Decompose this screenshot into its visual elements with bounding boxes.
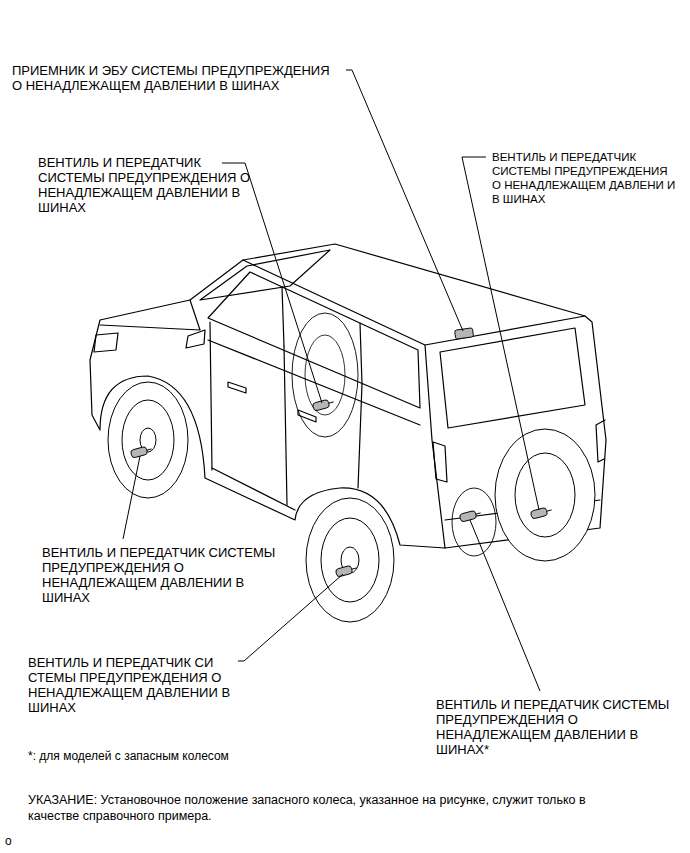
receiver-ecu <box>455 328 474 339</box>
front-wheel-rim <box>122 400 174 480</box>
label-frame: *: для моделей с запасным колесом <box>28 749 428 764</box>
valve-transmitter <box>530 506 552 519</box>
valve-stem <box>147 449 152 450</box>
part-label: ВЕНТИЛЬ И ПЕРЕДАТЧИК СИСТЕМЫ ПРЕДУПРЕЖДЕ… <box>492 150 676 206</box>
rocker-line <box>212 468 295 510</box>
part-label: ВЕНТИЛЬ И ПЕРЕДАТЧИК СИСТЕМЫ ПРЕДУПРЕЖДЕ… <box>436 697 676 757</box>
rear-wheel <box>306 498 394 622</box>
footnote: *: для моделей с запасным колесом <box>28 749 428 764</box>
label-frame: ВЕНТИЛЬ И ПЕРЕДАТЧИК СИСТЕМЫ ПРЕДУПРЕЖДЕ… <box>38 155 252 215</box>
valve-body <box>459 510 477 522</box>
tail-light <box>433 442 447 482</box>
door-line <box>284 346 287 505</box>
door-line <box>210 322 212 470</box>
leader-line <box>123 456 140 539</box>
valve-body <box>130 446 148 458</box>
far-wheel-rim <box>305 335 345 415</box>
valve-stem <box>547 510 552 511</box>
front-wheel <box>108 382 188 498</box>
rear-wheel-rim <box>321 518 379 602</box>
leader-line <box>470 520 540 691</box>
roof-edge <box>243 260 585 345</box>
label-frame: ПРИЕМНИК И ЭБУ СИСТЕМЫ ПРЕДУПРЕЖДЕНИЯ О … <box>12 63 342 93</box>
hood-line <box>100 300 200 330</box>
tail-light <box>596 420 605 462</box>
rear-right-wheel <box>452 488 496 556</box>
valve-transmitter <box>130 445 152 458</box>
rear-window <box>440 328 585 428</box>
label-frame: ВЕНТИЛЬ И ПЕРЕДАТЧИК СИ СТЕМЫ ПРЕДУПРЕЖД… <box>28 655 234 715</box>
far-wheel <box>292 313 358 437</box>
part-label: ПРИЕМНИК И ЭБУ СИСТЕМЫ ПРЕДУПРЕЖДЕНИЯ О … <box>12 63 342 93</box>
spare-wheel <box>495 429 595 561</box>
leader-line <box>462 157 539 510</box>
leader-line <box>238 574 343 661</box>
sensors <box>130 328 552 577</box>
label-frame: УКАЗАНИЕ: Установочное положение запасно… <box>28 792 608 824</box>
belt-line <box>208 340 420 425</box>
pillar-line <box>282 287 284 346</box>
pillar-line <box>360 323 362 384</box>
door-line <box>358 384 362 488</box>
side-windows <box>208 272 420 408</box>
valve-transmitter <box>335 564 357 577</box>
headlight <box>94 333 118 352</box>
door-handle <box>228 382 246 393</box>
label-frame: o <box>5 834 35 848</box>
part-label: ВЕНТИЛЬ И ПЕРЕДАТЧИК СИСТЕМЫ ПРЕДУПРЕЖДЕ… <box>42 545 282 605</box>
part-label: ВЕНТИЛЬ И ПЕРЕДАТЧИК СИСТЕМЫ ПРЕДУПРЕЖДЕ… <box>38 155 252 215</box>
valve-transmitter <box>312 398 334 411</box>
page-marker: o <box>5 834 35 848</box>
valve-stem <box>352 568 357 569</box>
note: УКАЗАНИЕ: Установочное положение запасно… <box>28 792 608 824</box>
part-label: ВЕНТИЛЬ И ПЕРЕДАТЧИК СИ СТЕМЫ ПРЕДУПРЕЖД… <box>28 655 234 715</box>
windshield <box>200 250 330 300</box>
valve-body <box>335 565 353 577</box>
label-frame: ВЕНТИЛЬ И ПЕРЕДАТЧИК СИСТЕМЫ ПРЕДУПРЕЖДЕ… <box>436 697 676 757</box>
valve-stem <box>329 402 334 403</box>
mirror <box>186 330 205 348</box>
valve-stem <box>476 513 481 514</box>
leader-line <box>346 70 463 331</box>
spare-wheel-rim <box>515 453 575 537</box>
label-frame: ВЕНТИЛЬ И ПЕРЕДАТЧИК СИСТЕМЫ ПРЕДУПРЕЖДЕ… <box>492 150 676 206</box>
label-frame: ВЕНТИЛЬ И ПЕРЕДАТЧИК СИСТЕМЫ ПРЕДУПРЕЖДЕ… <box>42 545 282 605</box>
